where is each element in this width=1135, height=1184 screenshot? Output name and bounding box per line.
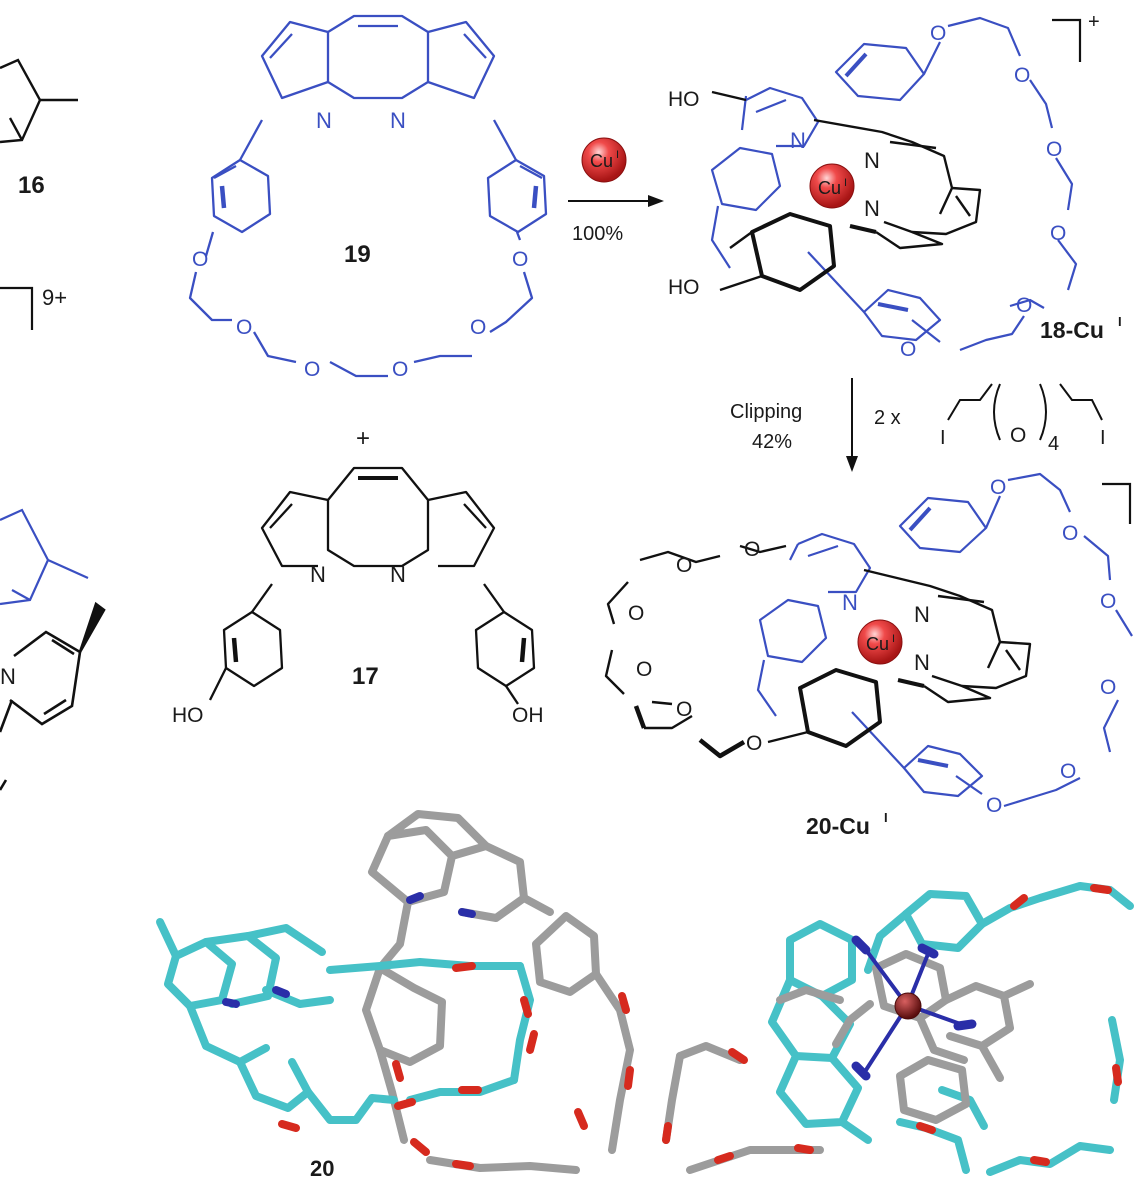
atom-o-20-j: O — [1100, 676, 1116, 699]
copper-ion-20-label: Cu — [866, 634, 889, 654]
copper-atom-crystal — [894, 992, 922, 1020]
atom-n-20-3: N — [842, 590, 858, 615]
atom-n-20-1: N — [914, 602, 930, 627]
molecule-19-atoms: N N O O O O O O — [192, 108, 528, 381]
atom-n-18-1: N — [864, 148, 880, 173]
compound-label-18cu: 18-Cu — [1040, 317, 1104, 343]
atom-o-20-c: O — [628, 602, 644, 625]
charge-plus-18: + — [1088, 11, 1100, 33]
reagent-chain-oxygen: O — [1010, 424, 1026, 447]
atom-o-18-1: O — [930, 22, 946, 45]
charge-bracket-18 — [1052, 18, 1082, 62]
copper-ion-18 — [809, 163, 855, 209]
copper-ion-20-superscript: I — [892, 633, 895, 645]
complex-18-atoms: HO HO N N N O O O O O O — [668, 22, 1066, 361]
reagent-chain-subscript: 4 — [1048, 433, 1059, 455]
reagent-cu-superscript: I — [616, 149, 619, 161]
atom-o-18-4: O — [1050, 222, 1066, 245]
diiodo-reagent — [947, 383, 1103, 441]
complex-18-black-phen — [711, 90, 982, 292]
atom-o-20-a: O — [744, 538, 760, 561]
atom-o-20-g: O — [990, 476, 1006, 499]
compound-label-20cu: 20-Cu — [806, 813, 870, 839]
copper-ion-20 — [857, 619, 903, 665]
atom-o-18-2: O — [1014, 64, 1030, 87]
atom-o-20-k: O — [1060, 760, 1076, 783]
atom-n-19-right: N — [390, 108, 406, 133]
atom-n-20-2: N — [914, 650, 930, 675]
atom-ho-17: HO — [172, 704, 204, 727]
atom-n-17-left: N — [310, 562, 326, 587]
atom-o-20-h: O — [1062, 522, 1078, 545]
atom-o-19-5: O — [304, 358, 320, 381]
left-fragment-pyridine — [0, 601, 106, 791]
left-fragment-bracket — [0, 286, 34, 330]
atom-n-17-right: N — [390, 562, 406, 587]
atom-o-20-e: O — [676, 698, 692, 721]
compound-label-16: 16 — [18, 172, 45, 199]
atom-n-18-2: N — [864, 196, 880, 221]
atom-n-fragment: N — [0, 664, 16, 689]
copper-ion-18-superscript: I — [844, 177, 847, 189]
complex-20-black — [604, 544, 1032, 759]
atom-o-20-i: O — [1100, 590, 1116, 613]
molecule-17-atoms: N N HO OH — [172, 562, 544, 727]
left-fragment-16 — [0, 58, 78, 144]
atom-o-20-d: O — [636, 658, 652, 681]
complex-20-blue-macrocycle — [756, 472, 1133, 808]
atom-ho-18-bottom: HO — [668, 276, 700, 299]
reagent-iodine-right: I — [1100, 427, 1106, 449]
crystal-structure-20 — [156, 810, 634, 1174]
compound-label-19: 19 — [344, 241, 371, 268]
charge-nine-plus: 9+ — [42, 285, 67, 310]
crystal-structure-20-cu — [662, 882, 1134, 1176]
left-fragment-blue-ring — [0, 508, 89, 606]
compound-label-18cu-sup: I — [1118, 314, 1122, 329]
atom-o-18-5: O — [1016, 294, 1032, 317]
compound-label-20cu-sup: I — [884, 810, 888, 825]
atom-o-19-2: O — [512, 248, 528, 271]
atom-ho-18-top: HO — [668, 88, 700, 111]
reaction-arrow-2 — [846, 378, 858, 472]
complex-20-atoms: N N N O O O O O O O O O O O O — [628, 476, 1116, 817]
step2-count: 2 x — [874, 407, 901, 429]
atom-o-20-f: O — [746, 732, 762, 755]
atom-o-20-l: O — [986, 794, 1002, 817]
molecule-17-bonds — [208, 466, 536, 705]
atom-o-18-6: O — [900, 338, 916, 361]
compound-label-17: 17 — [352, 663, 379, 690]
step2-yield: 42% — [752, 431, 792, 453]
atom-n-19-left: N — [316, 108, 332, 133]
reagent-cu-label: Cu — [590, 151, 613, 171]
atom-o-19-4: O — [470, 316, 486, 339]
reaction-arrow-1 — [568, 195, 664, 207]
atom-o-19-6: O — [392, 358, 408, 381]
reagent-copper-sphere: Cu I — [581, 137, 627, 183]
atom-o-18-3: O — [1046, 138, 1062, 161]
compound-label-20: 20 — [310, 1156, 334, 1181]
copper-ion-18-label: Cu — [818, 178, 841, 198]
atom-o-19-3: O — [236, 316, 252, 339]
charge-bracket-20 — [1102, 482, 1132, 524]
molecule-19-bonds — [188, 14, 548, 378]
atom-oh-17: OH — [512, 704, 544, 727]
reagent-iodine-left: I — [940, 427, 946, 449]
atom-o-20-b: O — [676, 554, 692, 577]
atom-n-18-3: N — [790, 128, 806, 153]
plus-sign-between: + — [356, 425, 370, 452]
complex-18-blue-macrocycle — [710, 16, 1078, 352]
atom-o-19-1: O — [192, 248, 208, 271]
step2-name: Clipping — [730, 401, 802, 423]
step1-yield: 100% — [572, 223, 623, 245]
